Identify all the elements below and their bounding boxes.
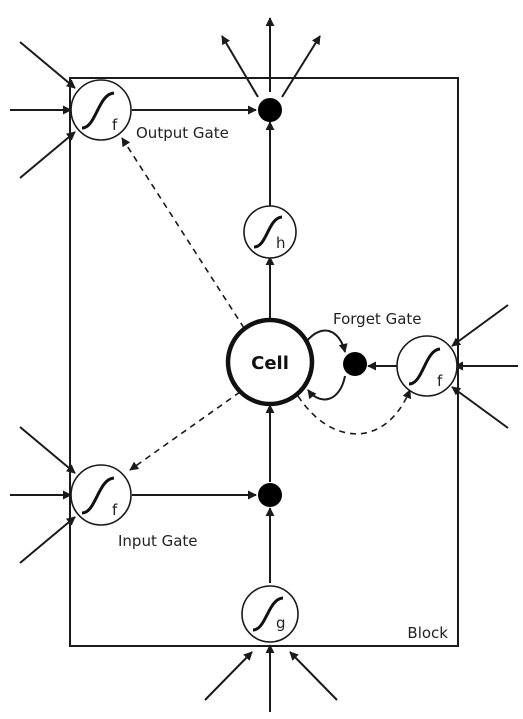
cell-output-activation-letter: h (276, 234, 286, 252)
cell-input-activation-node: g (241, 585, 299, 643)
input-multiplier-node (258, 483, 282, 507)
input-gate-activation: f (112, 501, 118, 519)
internal-connections (132, 105, 398, 583)
output-gate-node: f (70, 79, 132, 141)
forget-multiplier-node (343, 352, 367, 376)
sigmoid-icon (253, 215, 283, 249)
block-label: Block (407, 624, 448, 642)
sigmoid-icon (81, 91, 115, 130)
input-gate-node: f (70, 464, 132, 526)
cell-node: Cell (225, 317, 315, 407)
output-multiplier-node (258, 98, 282, 122)
block-outputs (221, 17, 321, 98)
output-gate-label: Output Gate (136, 124, 229, 142)
cell-output-activation-node: h (243, 205, 297, 259)
output-gate-external-inputs (10, 41, 76, 179)
cell-input-external-inputs (204, 644, 338, 712)
sigmoid-icon (408, 347, 441, 386)
cell-label: Cell (251, 353, 289, 374)
peephole-connections (121, 137, 412, 471)
forget-gate-activation: f (437, 372, 443, 390)
input-gate-label: Input Gate (118, 532, 198, 550)
input-gate-external-inputs (10, 426, 76, 564)
forget-gate-external-inputs (451, 304, 518, 429)
sigmoid-icon (252, 596, 284, 632)
cell-input-activation-letter: g (276, 614, 286, 632)
sigmoid-icon (81, 476, 115, 515)
forget-gate-label: Forget Gate (333, 310, 422, 328)
forget-gate-node: f (396, 335, 458, 397)
output-gate-activation: f (112, 116, 118, 134)
